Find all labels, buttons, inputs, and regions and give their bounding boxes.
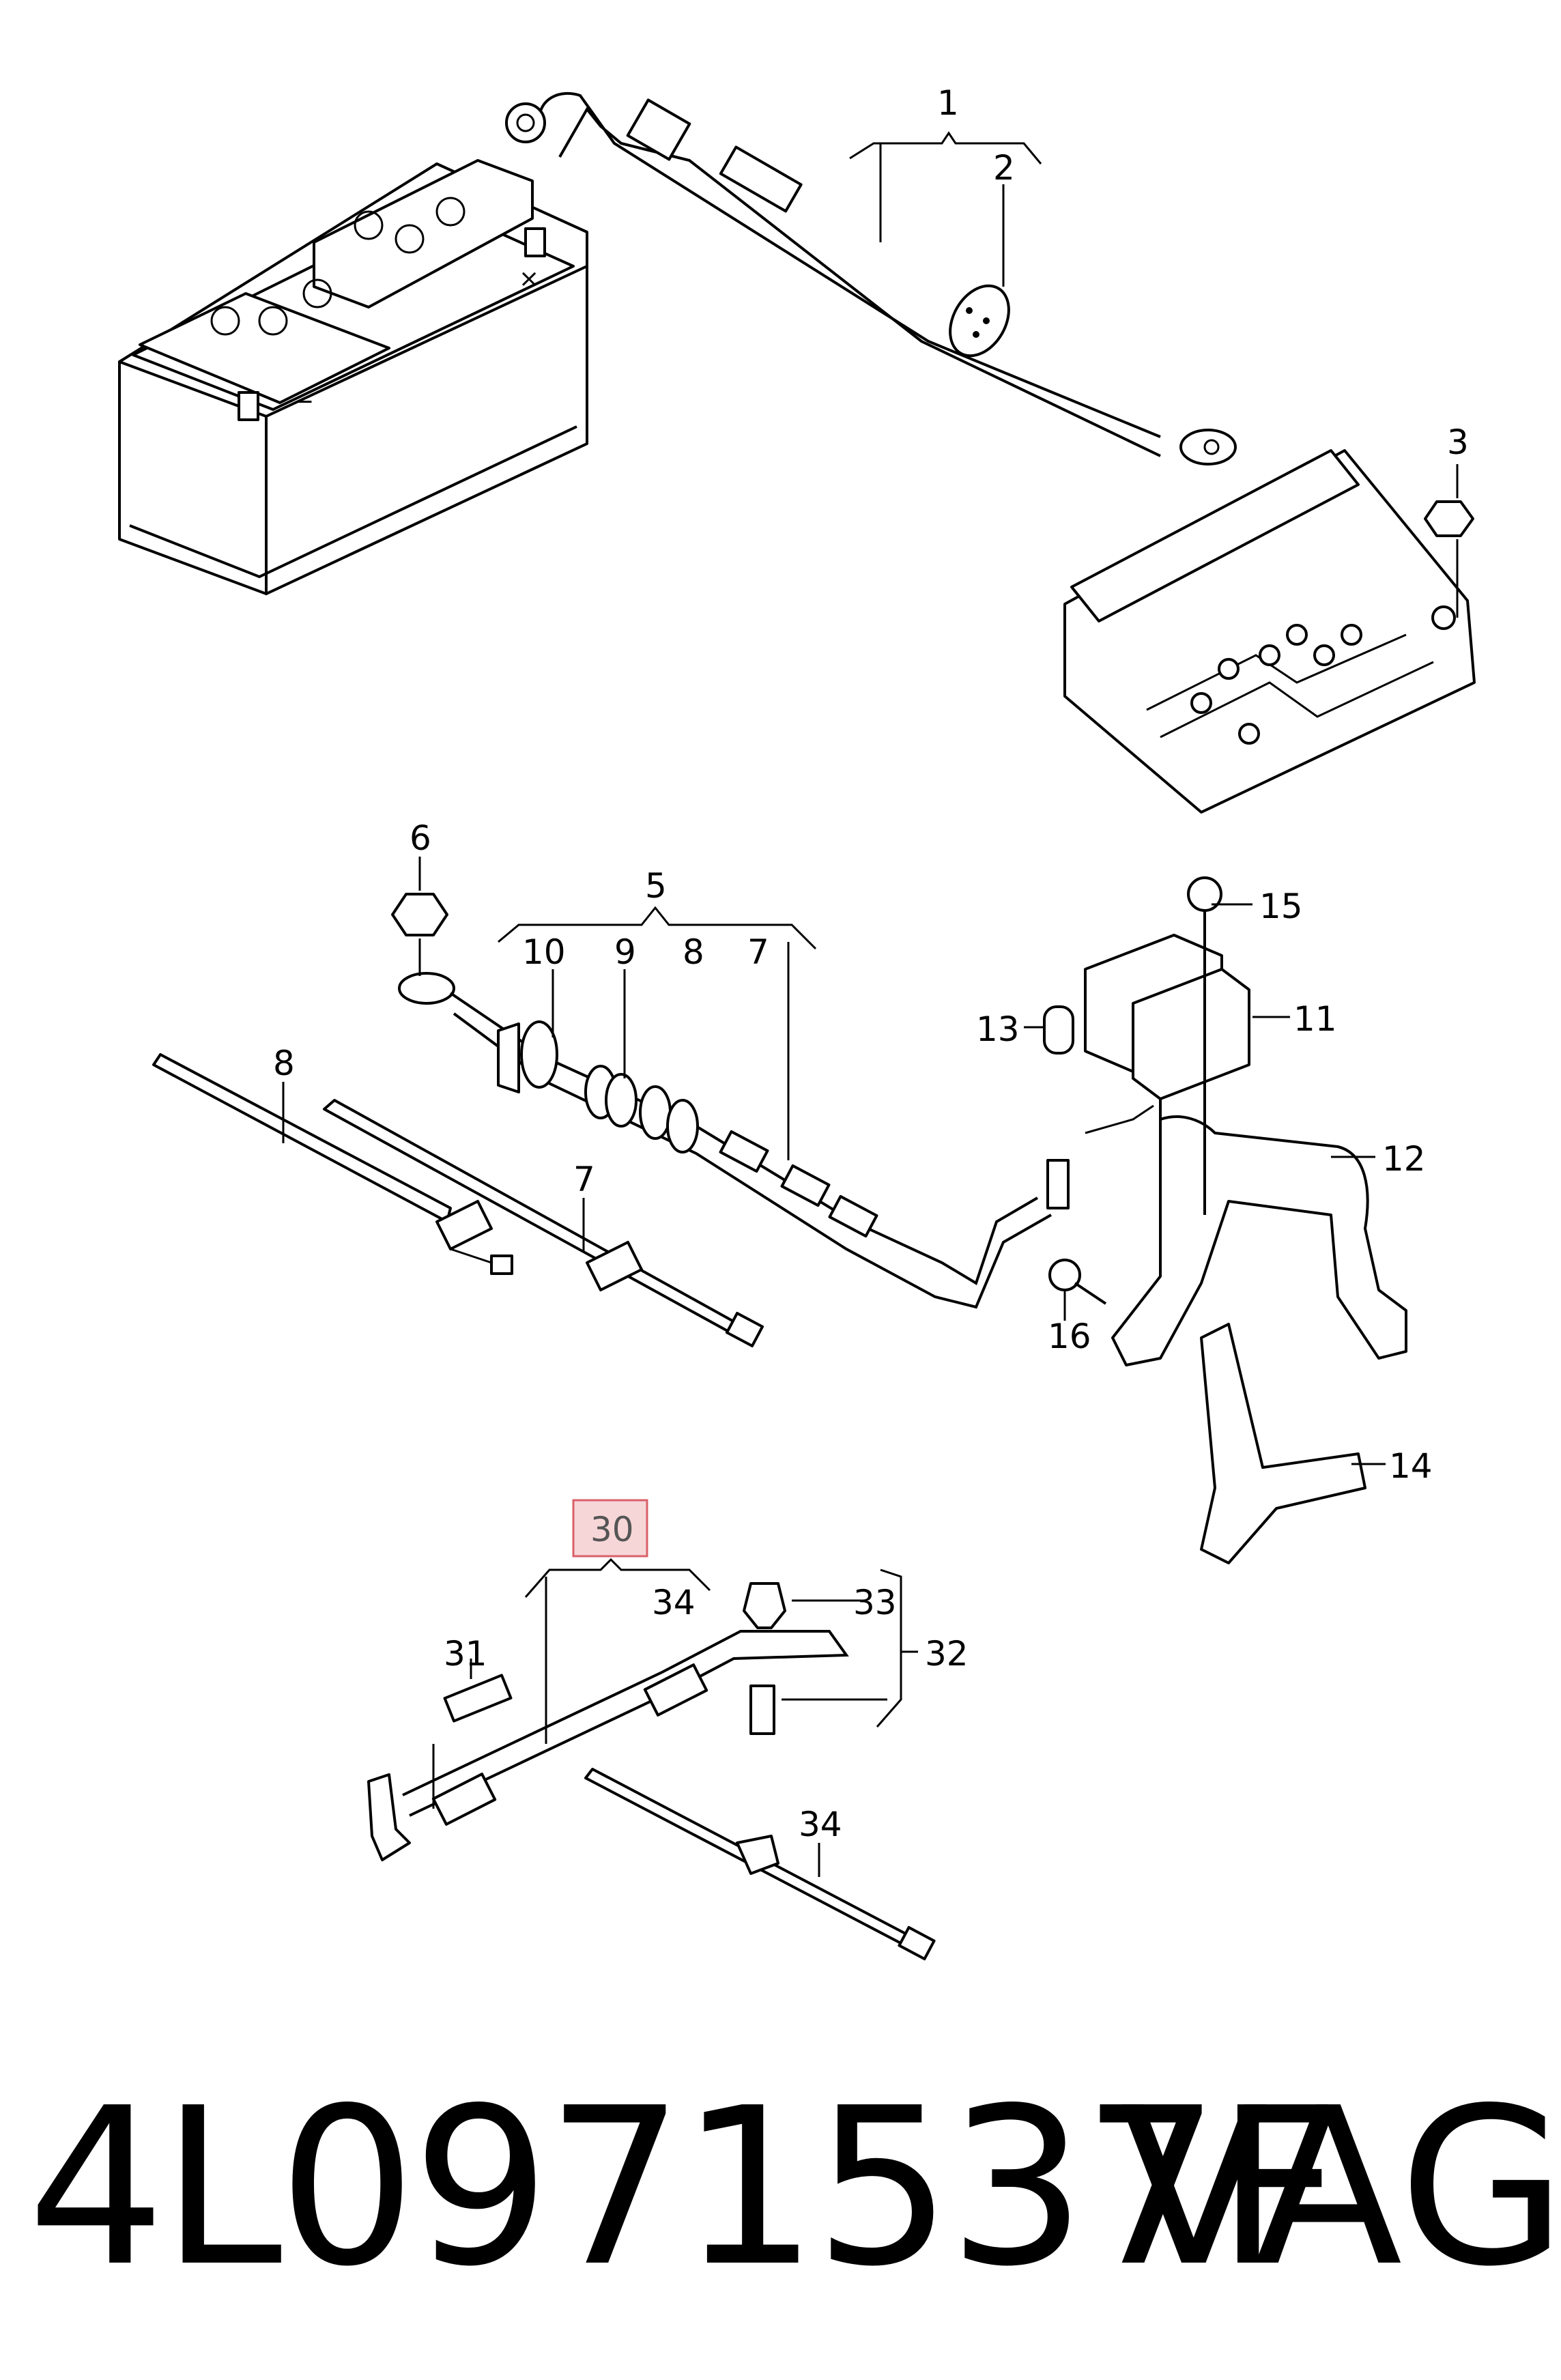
callout-10: 10 [522, 932, 566, 972]
callout-12: 12 [1382, 1139, 1426, 1179]
ground-strap-assembly [367, 1582, 849, 1861]
brand-name: VAG [1119, 2061, 1561, 2314]
cable-tie-8 [152, 1053, 513, 1275]
callout-31: 31 [444, 1634, 487, 1674]
callout-14: 14 [1389, 1446, 1433, 1486]
nut-6 [391, 893, 448, 936]
leader-lines [282, 131, 1459, 1877]
callout-15: 15 [1259, 887, 1303, 926]
callout-34a: 34 [652, 1583, 696, 1622]
callout-16: 16 [1048, 1317, 1091, 1356]
callout-8a: 8 [683, 932, 704, 972]
callout-11: 11 [1293, 999, 1337, 1039]
eyelet-terminal [398, 972, 455, 1005]
callout-7a: 7 [747, 932, 769, 972]
bracket-14 [1200, 1323, 1366, 1564]
callout-5: 5 [645, 866, 667, 906]
callout-7b: 7 [573, 1160, 595, 1199]
callout-13: 13 [976, 1009, 1020, 1049]
battery-minus-mark: − [293, 388, 314, 416]
nut-3 [1424, 500, 1474, 537]
fuse-carrier [1063, 449, 1476, 814]
battery-illustration: × − [118, 159, 588, 595]
callout-6: 6 [410, 818, 431, 858]
part-number: 4L0971537F [27, 2061, 1341, 2314]
callout-labels: 1 2 3 6 5 10 9 8 7 8 7 15 13 11 12 16 14… [273, 83, 1469, 1844]
callout-9: 9 [614, 932, 636, 972]
relay-bracket-assembly [1043, 876, 1407, 1366]
callout-8b: 8 [273, 1044, 295, 1083]
callout-1: 1 [937, 83, 959, 123]
wiring-harness [449, 992, 1052, 1309]
battery-plus-mark: × [519, 265, 539, 293]
cable-tie-7 [323, 1099, 764, 1347]
parts-diagram: × − [118, 83, 1476, 1961]
callout-2: 2 [993, 148, 1015, 188]
callout-32: 32 [925, 1634, 969, 1674]
callout-33: 33 [853, 1583, 897, 1622]
highlight-box-30 [572, 1499, 648, 1558]
callout-3: 3 [1447, 422, 1469, 462]
cable-tie-34 [584, 1768, 936, 1961]
callout-34b: 34 [799, 1805, 842, 1844]
callout-30: 30 [590, 1510, 634, 1549]
battery-cable [505, 91, 1237, 465]
